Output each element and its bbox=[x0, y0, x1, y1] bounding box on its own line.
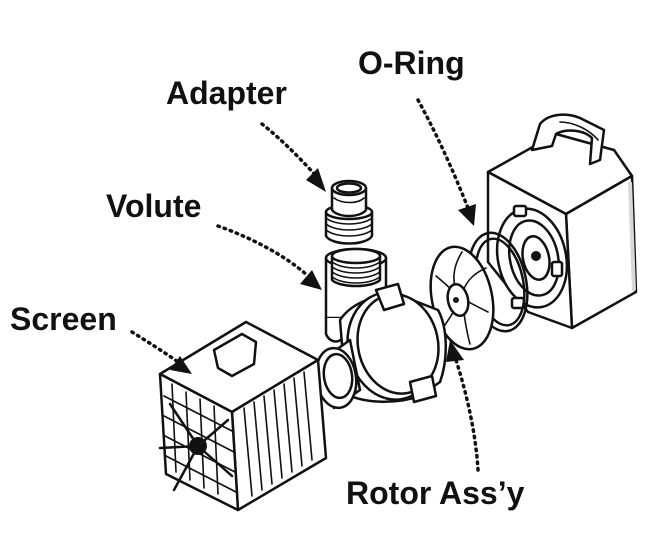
screen-label: Screen bbox=[10, 301, 117, 337]
o-ring-label: O-Ring bbox=[358, 45, 465, 81]
volute-label: Volute bbox=[106, 188, 201, 224]
rotor-assembly bbox=[429, 245, 495, 351]
screen-arrowhead bbox=[170, 356, 192, 374]
adapter-arrowhead bbox=[306, 168, 326, 192]
o-ring-leader bbox=[416, 98, 470, 210]
screen-leader bbox=[130, 330, 180, 364]
screen bbox=[158, 320, 328, 512]
volute bbox=[314, 247, 448, 410]
adapter bbox=[324, 179, 374, 245]
rotor-assy-leader bbox=[454, 358, 480, 472]
volute-arrowhead bbox=[300, 270, 322, 290]
rotor-assy-label: Rotor Ass’y bbox=[346, 475, 525, 511]
volute-leader bbox=[216, 224, 310, 278]
o-ring-arrowhead bbox=[458, 204, 476, 226]
adapter-leader bbox=[260, 122, 318, 178]
motor-housing bbox=[486, 113, 638, 330]
rotor-assy-arrowhead bbox=[446, 340, 464, 362]
adapter-label: Adapter bbox=[166, 75, 287, 111]
